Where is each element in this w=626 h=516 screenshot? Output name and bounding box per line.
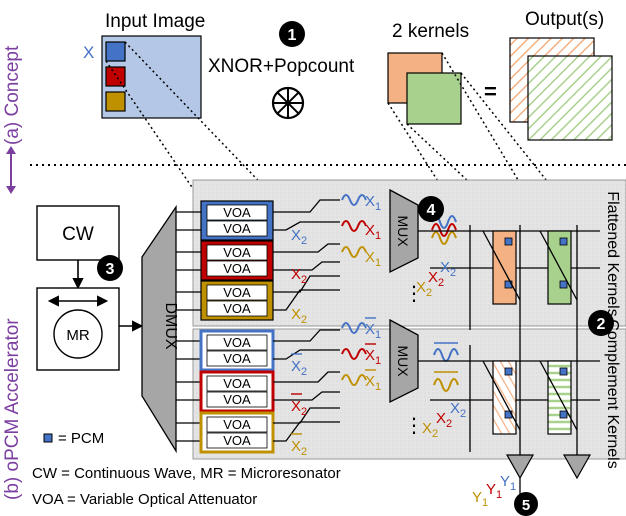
step-3-badge	[97, 255, 123, 281]
cw-box-label: CW	[62, 224, 94, 245]
svg-text:VOA: VOA	[223, 392, 251, 407]
ellipsis-top: ⋮	[404, 283, 424, 305]
svg-text:VOA: VOA	[223, 245, 251, 260]
voa-group-gold: VOA VOA	[200, 280, 274, 321]
sig-x1-red-comp: X1	[365, 347, 381, 367]
step-5-number: 5	[522, 497, 530, 514]
output-y-red: Y1	[486, 481, 502, 501]
sig-x1-red: X1	[365, 222, 381, 242]
step-1-number: 1	[288, 27, 297, 44]
sig-x2-grid-blue: X2	[440, 259, 456, 279]
sig-x2-grid-blue-comp: X2	[450, 400, 466, 420]
sig-x2-blue: X2	[291, 227, 307, 247]
mux-label-top: MUX	[395, 215, 411, 247]
kernel-green	[406, 72, 462, 125]
output-y-blue: Y1	[500, 473, 516, 493]
sig-x2-grid-red-comp: X2	[436, 410, 452, 430]
photodetectors	[505, 448, 592, 496]
output-y-gold: Y1	[472, 489, 488, 509]
mr-box-label: MR	[66, 327, 89, 344]
step-4-badge	[418, 196, 444, 222]
cw-mr-definition: CW = Continuous Wave, MR = Microresonato…	[32, 465, 341, 482]
voa-group-blue: VOA VOA	[200, 200, 274, 241]
dmux-output-wires	[176, 211, 201, 442]
pixel-gold	[105, 91, 126, 112]
voa-definition: VOA = Variable Optical Attenuator	[32, 491, 257, 508]
sig-x2-red-comp: X2	[291, 398, 307, 418]
section-arrow-head-down	[6, 186, 16, 194]
mux-label-bottom: MUX	[395, 345, 411, 377]
flattened-kernel-orange	[492, 230, 517, 305]
dmux-label: DMUX	[162, 302, 179, 349]
sig-x2-gold-comp: X2	[291, 438, 307, 458]
svg-text:VOA: VOA	[223, 301, 251, 316]
section-arrow-head-up	[6, 146, 16, 154]
pcm-legend-icon	[43, 433, 53, 443]
sig-x1-gold-comp: X1	[365, 373, 381, 393]
waveforms	[341, 194, 459, 392]
input-image-title: Input Image	[105, 11, 205, 32]
concept-label: (a) Concept	[2, 45, 23, 145]
sig-x1-blue-comp: X1	[365, 321, 381, 341]
dmux-block	[141, 204, 177, 454]
equals-sign: =	[484, 79, 497, 104]
x-marker: X	[83, 43, 94, 62]
voa-group-gold-complement: VOA VOA	[199, 411, 275, 454]
voa-group-blue-complement: VOA VOA	[199, 329, 275, 372]
step-4-number: 4	[427, 202, 436, 219]
step-2-badge	[588, 310, 614, 336]
xnor-icon	[271, 86, 305, 120]
sig-x1-gold: X1	[365, 249, 381, 269]
svg-text:VOA: VOA	[223, 351, 251, 366]
outputs-title: Output(s)	[525, 9, 604, 30]
svg-text:VOA: VOA	[223, 433, 251, 448]
voa-group-red-complement: VOA VOA	[199, 370, 275, 413]
operation-label: XNOR+Popcount	[208, 56, 355, 77]
svg-text:VOA: VOA	[223, 261, 251, 276]
step-1-badge	[279, 21, 305, 47]
pixel-red	[105, 66, 126, 87]
output-green	[527, 55, 613, 141]
complement-kernel-orange	[492, 360, 517, 435]
mux-block-top	[389, 188, 419, 274]
pcm-legend-text: = PCM	[58, 430, 104, 447]
mux-block-bottom	[389, 318, 419, 404]
svg-text:VOA: VOA	[223, 417, 251, 432]
step-2-number: 2	[597, 316, 606, 333]
complement-kernels-label: Complement Kernels	[604, 319, 621, 468]
accelerator-label: (b) oPCM Accelerator	[2, 318, 23, 500]
sig-x2-grid-red: X2	[428, 269, 444, 289]
ellipsis-bottom: ⋮	[404, 415, 424, 437]
microresonator-icon	[53, 309, 103, 359]
sig-x2-gold: X2	[291, 306, 307, 326]
svg-text:VOA: VOA	[223, 335, 251, 350]
flattened-kernels-label: Flattened Kernels	[604, 191, 621, 316]
svg-text:VOA: VOA	[223, 376, 251, 391]
sig-x2-red: X2	[291, 266, 307, 286]
svg-text:VOA: VOA	[223, 205, 251, 220]
sig-x2-grid-gold: X2	[416, 279, 432, 299]
step-3-number: 3	[106, 261, 115, 278]
sig-x2-grid-gold-comp: X2	[422, 420, 438, 440]
coupler-diagonals	[482, 230, 578, 431]
kernels-title: 2 kernels	[392, 21, 469, 42]
voa-group-red: VOA VOA	[200, 240, 274, 281]
sig-x1-blue: X1	[365, 193, 381, 213]
sig-x2-blue-comp: X2	[291, 358, 307, 378]
svg-text:VOA: VOA	[223, 285, 251, 300]
step-5-badge	[514, 492, 538, 516]
svg-text:VOA: VOA	[223, 221, 251, 236]
pixel-blue	[105, 41, 126, 62]
